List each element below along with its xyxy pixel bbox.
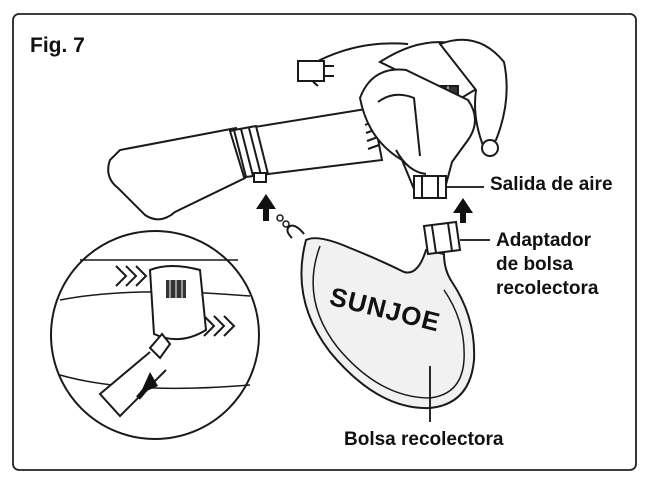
figure-label: Fig. 7 (30, 34, 85, 57)
callout-adapter-line-3: recolectora (496, 278, 599, 299)
callout-adapter-line-1: Adaptador (496, 230, 591, 251)
callout-collection-bag: Bolsa recolectora (344, 429, 504, 450)
blower-tube (107, 106, 384, 221)
blower-body (297, 38, 508, 199)
callout-adapter-line-2: de bolsa (496, 254, 574, 275)
detail-magnifier (50, 230, 260, 440)
figure-frame (12, 13, 637, 471)
leader-lines (429, 186, 490, 422)
callout-bag-adapter: Adaptador de bolsa recolectora (496, 229, 598, 301)
arrows (136, 194, 473, 400)
callout-air-outlet: Salida de aire (490, 174, 613, 195)
strap-chain (276, 214, 284, 222)
collection-bag (276, 214, 476, 410)
